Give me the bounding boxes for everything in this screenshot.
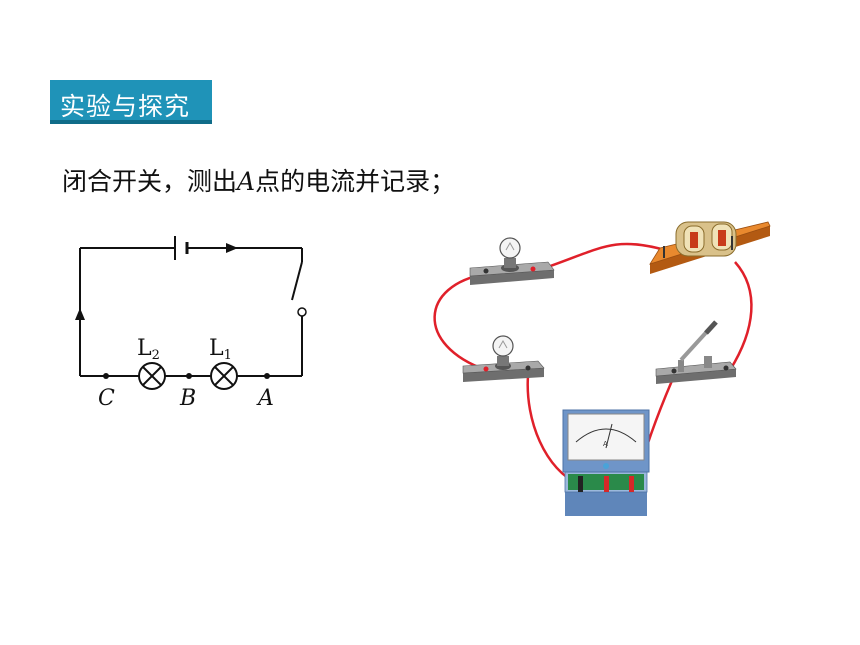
bulb-l2-label: L2 — [137, 336, 160, 363]
bulb-l2-symbol — [138, 362, 166, 390]
instruction-after: 点的电流并记录； — [255, 167, 456, 196]
instruction-before: 闭合开关，测出 — [62, 167, 238, 196]
battery-box — [649, 221, 771, 274]
current-arrow-top — [226, 243, 238, 253]
section-tag: 实验与探究 — [50, 80, 212, 124]
knife-switch — [655, 320, 737, 384]
point-b-label: B — [179, 386, 196, 411]
ammeter: A — [562, 409, 650, 516]
section-tag-label: 实验与探究 — [60, 92, 191, 121]
connecting-wires — [433, 242, 753, 487]
node-a — [264, 373, 270, 379]
current-arrow-left — [75, 308, 85, 320]
bulb-holder-middle — [462, 335, 545, 382]
instruction-text: 闭合开关，测出A点的电流并记录； — [62, 162, 455, 198]
node-b — [186, 373, 192, 379]
bulb-l1-label: L1 — [209, 336, 232, 363]
svg-text:A: A — [603, 440, 608, 448]
node-c — [103, 373, 109, 379]
point-c-label: C — [98, 386, 115, 411]
point-a-label: A — [256, 386, 274, 411]
switch-contact — [297, 307, 307, 317]
instruction-point: A — [237, 167, 256, 196]
bulb-l1-symbol — [210, 362, 238, 390]
bulb-holder-top — [469, 237, 555, 285]
